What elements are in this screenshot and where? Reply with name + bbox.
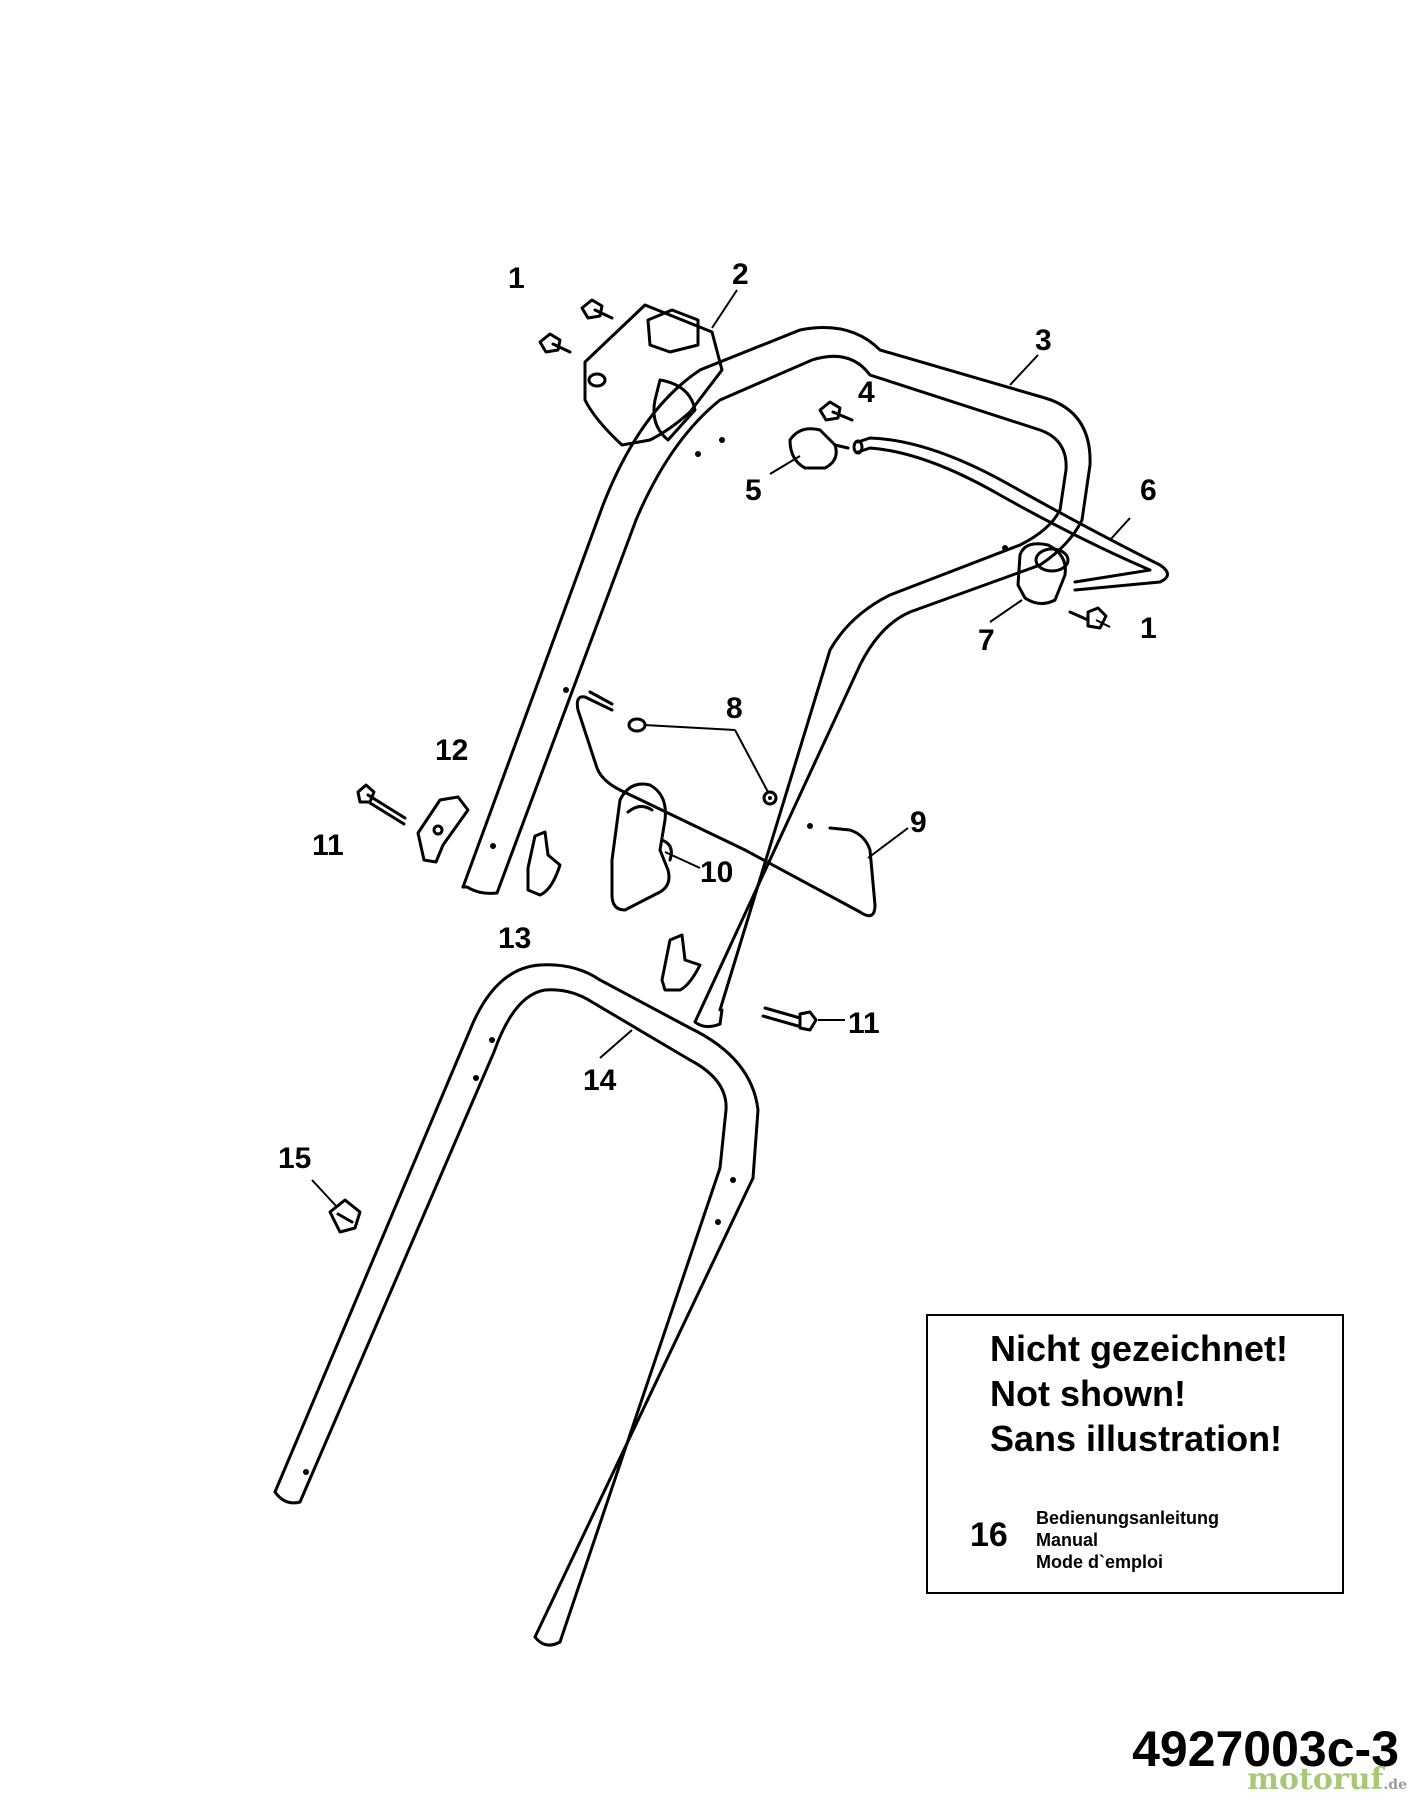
not-shown-english: Not shown! — [990, 1373, 1186, 1414]
lower-handle-part-14 — [273, 963, 760, 1647]
upper-handle-part-3 — [461, 326, 1092, 1029]
cable-housing-part-2 — [583, 303, 724, 447]
bolt-part-11-right — [761, 1006, 818, 1032]
callout-11-left: 11 — [312, 829, 344, 862]
bolt-part-11-left — [356, 783, 407, 826]
callout-4: 4 — [858, 376, 875, 409]
clip-part-5 — [788, 427, 850, 470]
manual-label-english: Manual — [1036, 1530, 1099, 1550]
manual-label-german: Bedienungsanleitung — [1036, 1508, 1220, 1528]
callout-5: 5 — [745, 474, 762, 507]
watermark-tld: .de — [1383, 1777, 1407, 1793]
callout-9: 9 — [910, 806, 927, 839]
manual-label-french: Mode d`emploi — [1036, 1552, 1163, 1572]
callout-13: 13 — [498, 922, 531, 955]
not-shown-french: Sans illustration! — [990, 1418, 1283, 1459]
callout-11-right: 11 — [848, 1007, 880, 1040]
wing-nut-part-13 — [526, 830, 702, 992]
callout-1-right: 1 — [1140, 612, 1157, 645]
watermark-brand: motoruf — [1247, 1762, 1384, 1797]
watermark-logo: motoruf.de — [1247, 1762, 1407, 1797]
not-shown-german: Nicht gezeichnet! — [990, 1328, 1289, 1369]
control-rod-part-6 — [852, 436, 1169, 592]
bracket-part-12 — [416, 795, 470, 864]
callout-7: 7 — [978, 624, 995, 657]
callout-3: 3 — [1035, 324, 1052, 357]
leader-lines — [311, 289, 1131, 1208]
callout-2: 2 — [732, 258, 749, 291]
bolt-part-1-right — [1068, 606, 1108, 630]
callout-8: 8 — [726, 692, 743, 725]
callout-12: 12 — [435, 734, 468, 767]
not-shown-box: Nicht gezeichnet! Not shown! Sans illust… — [926, 1314, 1344, 1594]
callout-1-top: 1 — [508, 262, 525, 295]
drawing-number: 4927003c-3 — [1132, 1721, 1399, 1777]
washer-part-8 — [627, 717, 778, 806]
clamp-part-7 — [1016, 542, 1070, 605]
bolt-part-1-top — [538, 298, 614, 354]
callout-6: 6 — [1140, 474, 1157, 507]
callout-15: 15 — [278, 1142, 311, 1175]
manual-item-number: 16 — [970, 1516, 1008, 1554]
callout-14: 14 — [583, 1064, 617, 1097]
callout-10: 10 — [700, 856, 733, 889]
bowden-wire-part-9 — [575, 690, 877, 918]
bolt-part-4 — [818, 400, 854, 422]
lever-part-10 — [610, 782, 673, 912]
plug-part-15 — [328, 1198, 362, 1234]
